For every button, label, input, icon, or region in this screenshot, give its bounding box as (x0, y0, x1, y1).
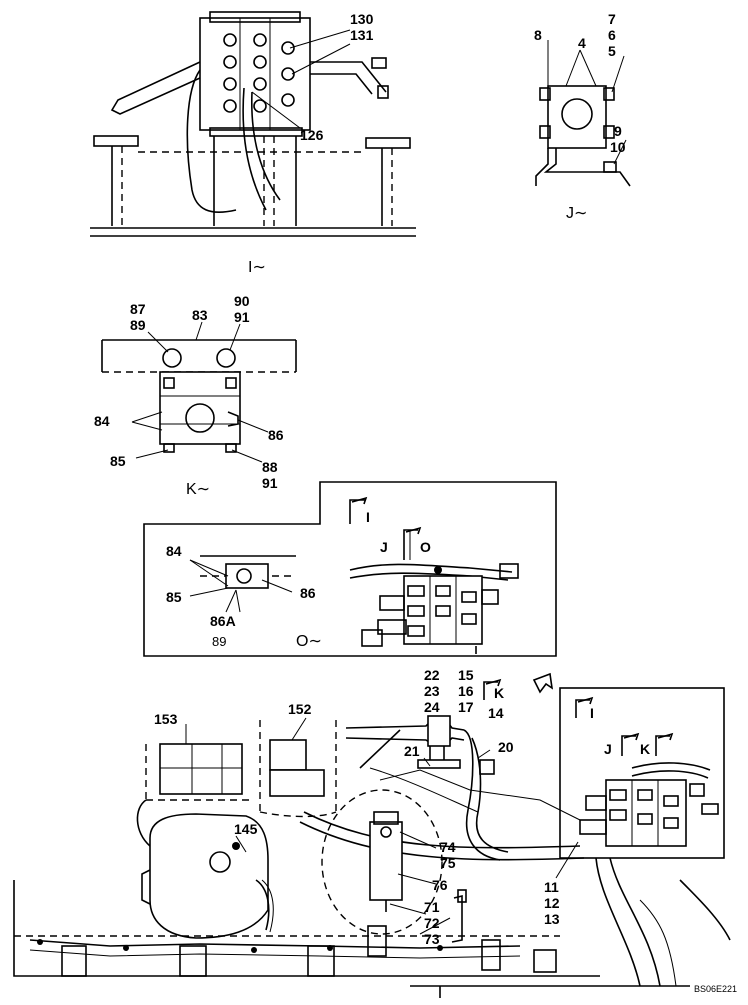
view-k-drawing (101, 321, 297, 463)
label-71: 71 (424, 899, 440, 915)
ref-i-main: I (590, 705, 594, 721)
ref-o-inset: O (420, 539, 431, 555)
label-5: 5 (608, 43, 616, 59)
label-90: 90 (234, 293, 250, 309)
label-88: 88 (262, 459, 278, 475)
label-84: 84 (94, 413, 110, 429)
label-91: 91 (234, 309, 250, 325)
label-89-o: 89 (212, 634, 226, 649)
label-86a-o: 86A (210, 613, 236, 629)
label-83: 83 (192, 307, 208, 323)
label-131: 131 (350, 27, 374, 43)
label-152: 152 (288, 701, 312, 717)
label-8: 8 (534, 27, 542, 43)
label-15: 15 (458, 667, 474, 683)
view-o-title: O∼ (296, 633, 322, 650)
label-86: 86 (268, 427, 284, 443)
diagram-code: BS06E221 (694, 984, 737, 994)
label-11: 11 (544, 879, 559, 895)
label-20: 20 (498, 739, 514, 755)
label-72: 72 (424, 915, 440, 931)
label-21: 21 (404, 743, 420, 759)
ref-k-main-inset: K (640, 741, 650, 757)
label-17: 17 (458, 699, 474, 715)
label-74: 74 (440, 839, 456, 855)
label-4: 4 (578, 35, 586, 51)
label-14: 14 (488, 705, 504, 721)
view-o-inset-frame (143, 481, 557, 657)
label-6: 6 (608, 27, 616, 43)
label-130: 130 (350, 11, 374, 27)
view-j-drawing (535, 40, 631, 187)
label-23: 23 (424, 683, 440, 699)
label-9: 9 (614, 123, 622, 139)
label-85-o: 85 (166, 589, 182, 605)
ref-j-inset: J (380, 539, 388, 555)
label-145: 145 (234, 821, 258, 837)
label-73: 73 (424, 931, 440, 947)
ref-i-inset: I (366, 509, 370, 525)
label-22: 22 (424, 667, 440, 683)
label-10: 10 (610, 139, 626, 155)
view-j-title: J∼ (566, 205, 587, 222)
label-85: 85 (110, 453, 126, 469)
label-86-o: 86 (300, 585, 316, 601)
label-89: 89 (130, 317, 146, 333)
label-16: 16 (458, 683, 474, 699)
label-76: 76 (432, 877, 448, 893)
view-i-drawing (90, 11, 416, 237)
label-12: 12 (544, 895, 560, 911)
ref-k-main: K (494, 685, 504, 701)
label-84-o: 84 (166, 543, 182, 559)
label-153: 153 (154, 711, 178, 727)
label-13: 13 (544, 911, 560, 927)
label-87: 87 (130, 301, 146, 317)
label-126: 126 (300, 127, 324, 143)
label-91-b: 91 (262, 475, 278, 491)
view-k-title: K∼ (186, 481, 210, 498)
ref-j-main: J (604, 741, 612, 757)
label-75: 75 (440, 855, 456, 871)
view-i-title: I∼ (248, 259, 266, 276)
main-view-drawing (13, 672, 731, 998)
label-24: 24 (424, 699, 440, 715)
label-7: 7 (608, 11, 616, 27)
